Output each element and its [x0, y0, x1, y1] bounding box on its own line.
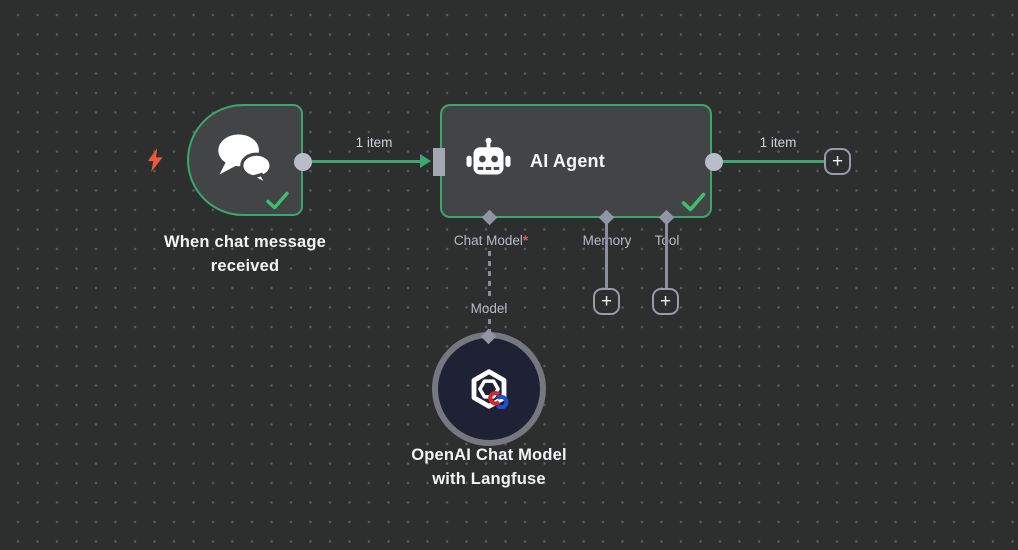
- model-node-label: OpenAI Chat Model with Langfuse: [411, 446, 567, 488]
- trigger-lightning-icon: [146, 148, 164, 177]
- tool-stub-line: [665, 222, 668, 290]
- output-items-count: 1 item: [759, 135, 797, 150]
- node-ai-agent[interactable]: AI Agent: [440, 104, 712, 218]
- agent-output-port[interactable]: [705, 153, 723, 171]
- agent-node-title: AI Agent: [530, 150, 605, 171]
- trigger-node-label: When chat message received: [163, 233, 327, 275]
- agent-input-port[interactable]: [433, 148, 445, 176]
- langfuse-badge-icon: [485, 390, 511, 414]
- node-openai-chat-model[interactable]: [432, 332, 546, 446]
- connection-trigger-to-agent[interactable]: [306, 160, 421, 163]
- connection-agent-output[interactable]: [718, 160, 827, 163]
- agent-success-check-icon: [681, 192, 706, 217]
- connection-agent-to-model-upper[interactable]: [488, 251, 491, 298]
- model-port-label: Model: [470, 301, 508, 316]
- connection-arrowhead: [420, 154, 431, 168]
- add-next-node-button[interactable]: +: [824, 148, 851, 175]
- trigger-success-check-icon: [266, 191, 289, 215]
- add-memory-button[interactable]: +: [593, 288, 620, 315]
- openai-logo-icon: [464, 369, 514, 418]
- memory-stub-line: [605, 222, 608, 290]
- connection-items-count: 1 item: [355, 135, 393, 150]
- robot-icon: [464, 136, 513, 186]
- trigger-output-port[interactable]: [294, 153, 312, 171]
- add-tool-button[interactable]: +: [652, 288, 679, 315]
- connection-agent-to-model-lower[interactable]: [488, 319, 491, 334]
- node-when-chat-message-received[interactable]: [187, 104, 303, 216]
- required-asterisk: *: [522, 233, 529, 248]
- chat-bubbles-icon: [213, 130, 277, 191]
- agent-port-label-chat-model: Chat Model*: [453, 233, 529, 248]
